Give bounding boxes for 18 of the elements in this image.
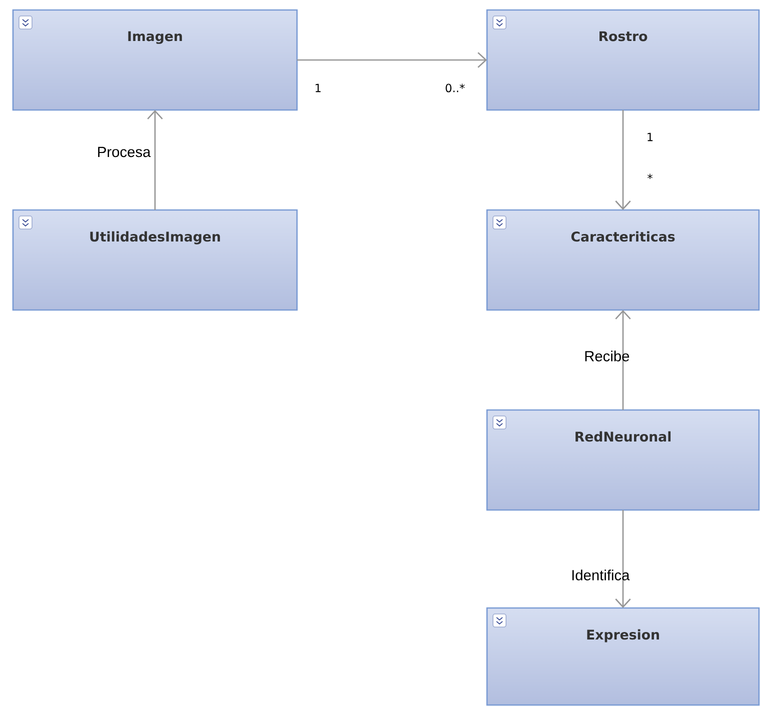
arrow <box>147 110 163 210</box>
class-box: RedNeuronal <box>486 409 760 511</box>
class-box: Imagen <box>12 9 298 111</box>
arrow <box>615 310 631 410</box>
edge-label: Identifica <box>572 570 630 580</box>
edge-label: Procesa <box>98 146 151 158</box>
class-box: Expresion <box>486 607 760 706</box>
class-box: Caracteriticas <box>486 209 760 311</box>
multiplicity-label: 1 <box>316 84 321 92</box>
multiplicity-label: * <box>648 174 652 179</box>
arrow <box>615 510 631 608</box>
class-box: Rostro <box>486 9 760 111</box>
multiplicity-label: 0..* <box>446 84 465 92</box>
arrow <box>615 110 631 210</box>
class-box: UtilidadesImagen <box>12 209 298 311</box>
multiplicity-label: 1 <box>648 132 653 142</box>
arrow <box>297 52 487 68</box>
edge-label: Recibe <box>585 350 630 362</box>
